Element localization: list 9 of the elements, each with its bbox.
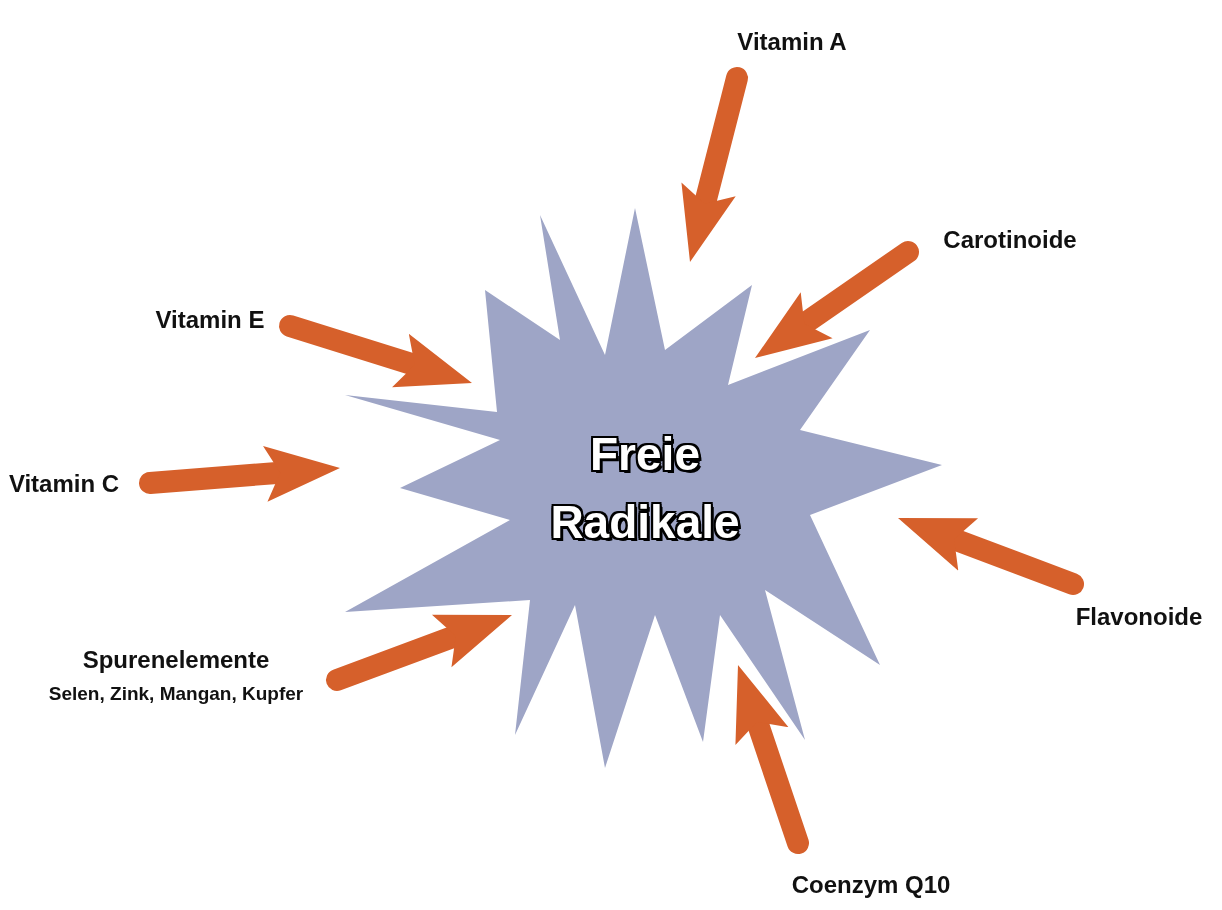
nutrient-label: Carotinoide bbox=[943, 225, 1077, 255]
nutrient-label: Coenzym Q10 bbox=[791, 870, 951, 900]
nutrient-label: Vitamin E bbox=[155, 305, 265, 335]
nutrient-label: Vitamin A bbox=[737, 27, 847, 57]
nutrient-label: Spurenelemente bbox=[82, 645, 270, 675]
nutrient-detail: Selen, Zink, Mangan, Kupfer bbox=[48, 682, 304, 706]
nutrient-label: Flavonoide bbox=[1075, 602, 1203, 632]
nutrient-label: Vitamin C bbox=[8, 469, 120, 499]
center-label: Freie Radikale bbox=[549, 426, 741, 550]
